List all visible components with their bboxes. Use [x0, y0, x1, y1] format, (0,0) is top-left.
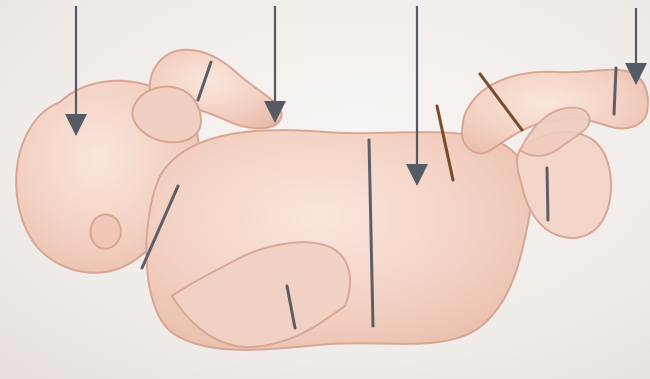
segment-line-ankle — [614, 68, 616, 114]
segment-line-shin — [547, 168, 548, 220]
infant-ear — [90, 214, 120, 248]
